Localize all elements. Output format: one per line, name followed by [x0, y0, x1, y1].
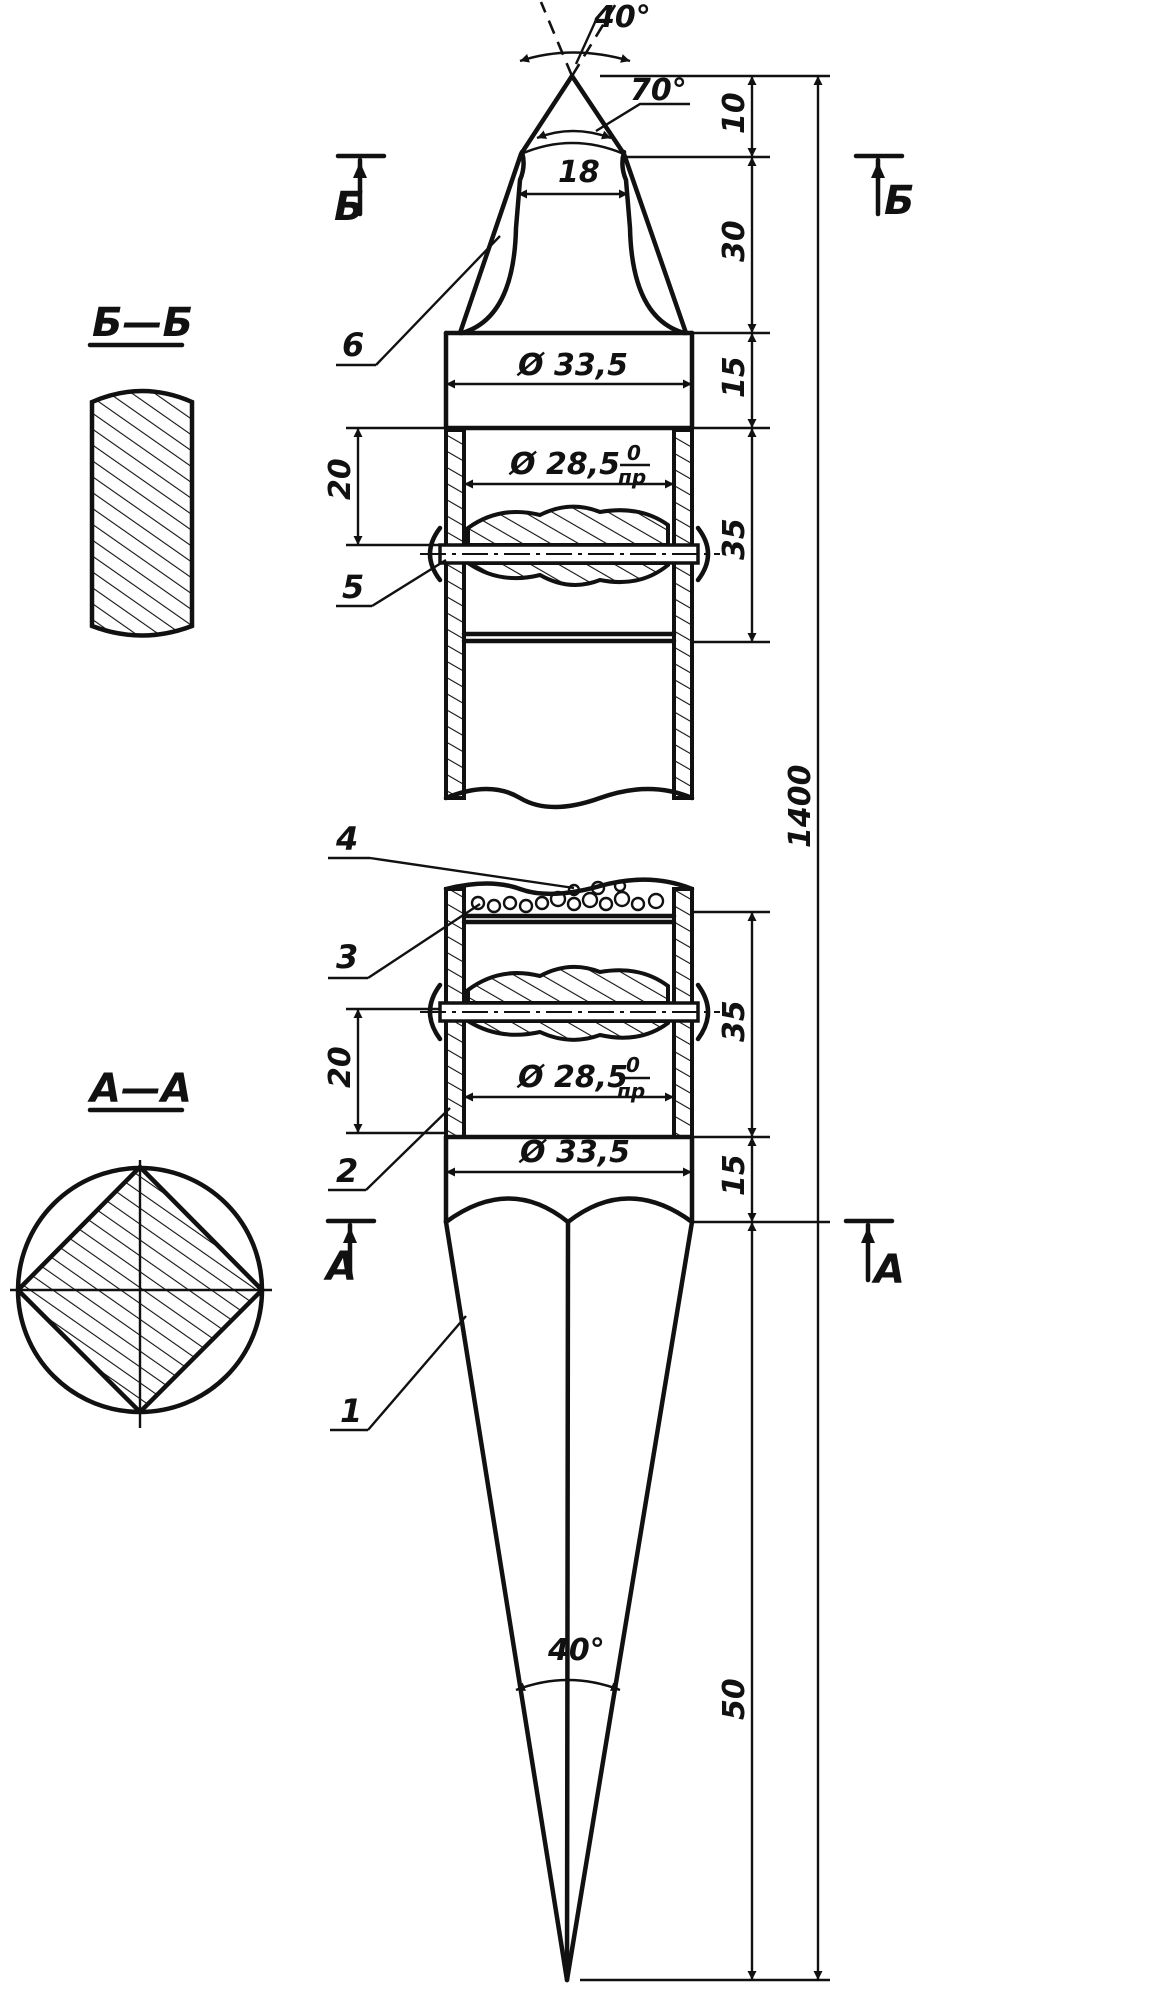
- dim-bore-top-label: Ø 28,5: [508, 447, 620, 482]
- svg-text:А: А: [323, 1244, 357, 1290]
- part-label-3: 3: [328, 902, 481, 980]
- section-view-aa-title: А—А: [87, 1066, 192, 1112]
- bottom-tube: Ø 28,5 0 пр: [420, 877, 720, 1140]
- svg-text:Б: Б: [884, 178, 915, 224]
- svg-text:А: А: [871, 1247, 905, 1293]
- dim-bore-bottom-fit-num: 0: [626, 1053, 640, 1077]
- dim-right-15-top: 15: [717, 356, 752, 398]
- dim-bore-bottom-label: Ø 28,5: [516, 1060, 628, 1095]
- part-label-5: 5: [336, 558, 447, 608]
- dim-pin-top-offset: 20: [323, 458, 358, 500]
- dim-right-30: 30: [717, 220, 752, 262]
- dim-collar-bottom-label: Ø 33,5: [518, 1135, 630, 1170]
- dim-right-35-top: 35: [717, 518, 752, 560]
- section-marker-a-left: А: [323, 1218, 377, 1290]
- angle-tip-inner-label: 70°: [630, 73, 687, 108]
- tip-part-6: [457, 1, 689, 336]
- part-label-1: 1: [330, 1315, 467, 1432]
- svg-text:6: 6: [342, 326, 364, 364]
- svg-text:3: 3: [336, 938, 358, 976]
- dim-overall: 1400: [783, 765, 818, 849]
- section-view-bb-title: Б—Б: [92, 300, 193, 346]
- svg-text:5: 5: [342, 568, 364, 606]
- part-label-4: 4: [328, 820, 575, 890]
- dim-tip-width: 18: [518, 155, 628, 199]
- section-marker-a-right: А: [843, 1218, 905, 1293]
- dim-pin-bottom-offset: 20: [323, 1046, 358, 1088]
- angle-tip-top-label: 40°: [593, 0, 651, 35]
- section-view-bb: Б—Б: [87, 300, 195, 638]
- angle-tip-inner-70: 70°: [536, 73, 690, 140]
- angle-bottom-point-label: 40°: [547, 1633, 605, 1668]
- bottom-point-part-1: Ø 33,5 40°: [443, 1134, 695, 1983]
- dim-right-35-bottom: 35: [717, 1000, 752, 1042]
- svg-text:2: 2: [336, 1152, 358, 1190]
- dim-tip-width-label: 18: [558, 155, 600, 190]
- left-dimensions: 20 20: [323, 426, 446, 1135]
- dim-right-50: 50: [717, 1678, 752, 1720]
- section-view-aa: А—А: [10, 1066, 272, 1428]
- right-dimensions: 10 30 15 35 35 15 50 1400: [580, 74, 830, 1982]
- dim-right-10: 10: [717, 92, 752, 134]
- svg-text:Б: Б: [334, 184, 365, 230]
- pellet-fill: [470, 879, 665, 914]
- angle-tip-top-40: 40°: [519, 0, 651, 65]
- top-tube: Ø 28,5 0 пр: [420, 428, 720, 810]
- dim-bore-top-fit-den: пр: [618, 465, 646, 489]
- part-label-6: 6: [336, 235, 501, 367]
- section-marker-b-right: Б: [853, 153, 915, 224]
- dim-collar-top-label: Ø 33,5: [516, 348, 628, 383]
- section-marker-b-left: Б: [334, 153, 387, 230]
- dim-bore-top-fit-num: 0: [627, 441, 641, 465]
- dim-bore-bottom-fit-den: пр: [617, 1079, 645, 1103]
- part-label-2: 2: [328, 1107, 451, 1192]
- top-collar: Ø 33,5: [443, 330, 695, 431]
- dim-right-15-bottom: 15: [717, 1154, 752, 1196]
- svg-text:4: 4: [335, 820, 358, 858]
- svg-text:1: 1: [340, 1392, 362, 1430]
